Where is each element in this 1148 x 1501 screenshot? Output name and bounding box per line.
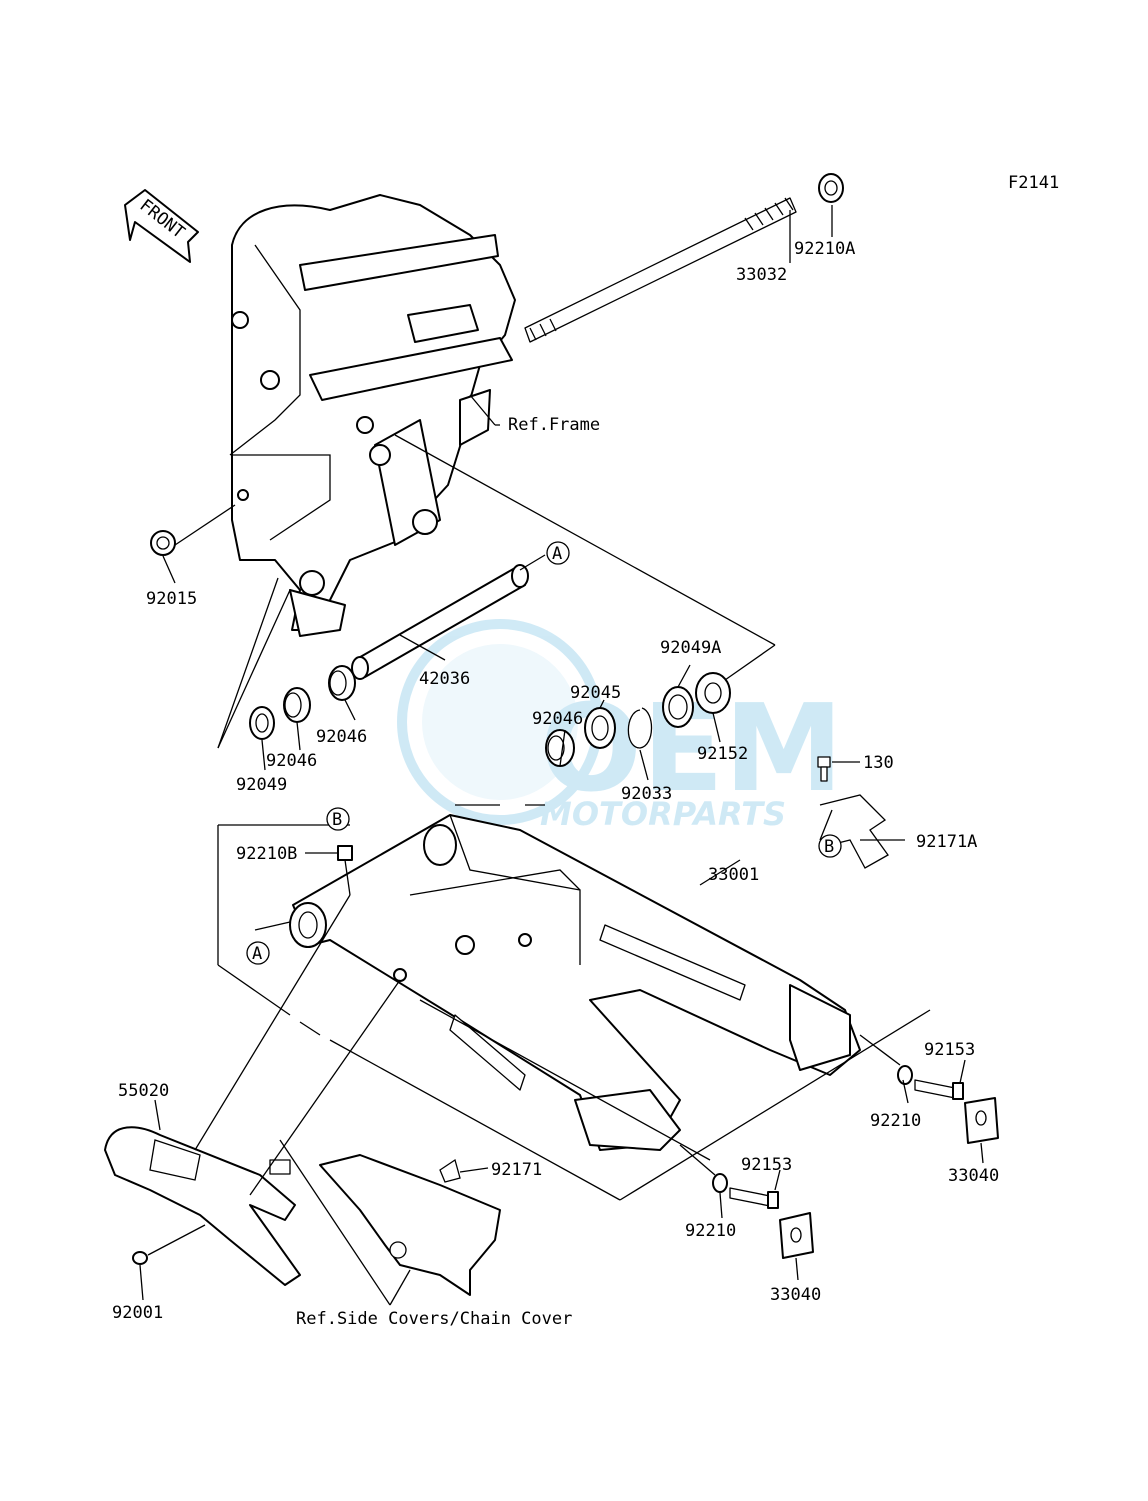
front-arrow-icon: FRONT bbox=[124, 189, 199, 263]
label-92049: 92049 bbox=[236, 775, 287, 795]
chain-guard-55020 bbox=[104, 1126, 301, 1286]
label-92210B: 92210B bbox=[236, 844, 297, 864]
bearing-92046-left bbox=[283, 687, 311, 723]
label-92045: 92045 bbox=[570, 683, 621, 703]
chain-cover-reference bbox=[319, 1154, 501, 1296]
callout-b-right-label: B bbox=[824, 837, 834, 857]
label-92046-right: 92046 bbox=[532, 709, 583, 729]
nut-92015 bbox=[150, 530, 176, 556]
block-33040-lower bbox=[779, 1212, 814, 1259]
bearing-92045 bbox=[584, 707, 616, 749]
leader-lines bbox=[139, 205, 984, 1301]
callout-a-top-label: A bbox=[552, 544, 562, 564]
bolt-130 bbox=[817, 756, 831, 782]
callout-b-left: B bbox=[326, 807, 350, 831]
watermark-subtext: MOTORPARTS bbox=[540, 795, 786, 833]
label-42036: 42036 bbox=[419, 669, 470, 689]
callout-b-right: B bbox=[818, 834, 842, 858]
label-92153-lower: 92153 bbox=[741, 1155, 792, 1175]
label-92049A: 92049A bbox=[660, 638, 721, 658]
callout-a-bottom: A bbox=[246, 941, 270, 965]
label-92210-lower: 92210 bbox=[685, 1221, 736, 1241]
frame-illustration bbox=[229, 194, 516, 637]
label-33040-upper: 33040 bbox=[948, 1166, 999, 1186]
label-92171A: 92171A bbox=[916, 832, 977, 852]
collar-92152 bbox=[695, 672, 731, 714]
label-92210A: 92210A bbox=[794, 239, 855, 259]
label-ref-side-covers: Ref.Side Covers/Chain Cover bbox=[296, 1309, 572, 1329]
nut-92210B bbox=[337, 845, 353, 861]
seal-92049A bbox=[662, 686, 694, 728]
label-92171: 92171 bbox=[491, 1160, 542, 1180]
label-92033: 92033 bbox=[621, 784, 672, 804]
callout-a-top: A bbox=[546, 541, 570, 565]
bolt-92153-lower bbox=[729, 1187, 779, 1209]
label-55020: 55020 bbox=[118, 1081, 169, 1101]
callout-b-left-label: B bbox=[332, 810, 342, 830]
bolt-92153-upper bbox=[914, 1079, 964, 1100]
nut-92210-lower bbox=[712, 1173, 728, 1193]
label-33032: 33032 bbox=[736, 265, 787, 285]
block-33040-upper bbox=[964, 1097, 999, 1144]
clip-92171A bbox=[819, 794, 889, 869]
label-ref-frame: Ref.Frame bbox=[508, 415, 600, 435]
label-92153-upper: 92153 bbox=[924, 1040, 975, 1060]
label-92001: 92001 bbox=[112, 1303, 163, 1323]
nut-92210-upper bbox=[897, 1065, 913, 1085]
swingarm-33001 bbox=[289, 814, 861, 1151]
collar-42036 bbox=[351, 564, 529, 680]
pivot-shaft-33032 bbox=[524, 197, 797, 343]
circlip-92033 bbox=[627, 707, 653, 749]
label-92046-mid: 92046 bbox=[316, 727, 367, 747]
figure-code: F2141 bbox=[1008, 173, 1059, 193]
seal-92049 bbox=[249, 706, 275, 740]
label-33001: 33001 bbox=[708, 865, 759, 885]
bearing-92046-mid bbox=[328, 665, 356, 701]
label-92015: 92015 bbox=[146, 589, 197, 609]
label-92152: 92152 bbox=[697, 744, 748, 764]
callout-a-bottom-label: A bbox=[252, 944, 262, 964]
bearing-92046-right bbox=[545, 729, 575, 767]
nut-92210A bbox=[818, 173, 844, 203]
assembly-lines bbox=[194, 434, 931, 1306]
label-130: 130 bbox=[863, 753, 894, 773]
label-92046-left: 92046 bbox=[266, 751, 317, 771]
label-33040-lower: 33040 bbox=[770, 1285, 821, 1305]
label-92210-upper: 92210 bbox=[870, 1111, 921, 1131]
part-labels: 92210A 33032 Ref.Frame 92015 42036 92049… bbox=[112, 239, 999, 1329]
bolt-92001 bbox=[132, 1251, 148, 1265]
